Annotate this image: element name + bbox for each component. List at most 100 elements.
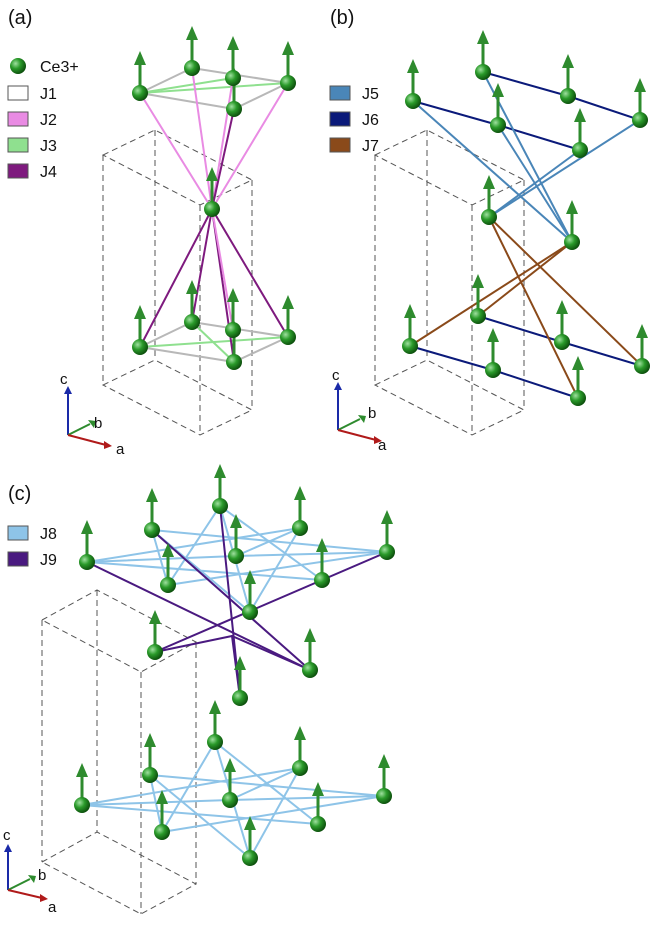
legend-j8-label: J8 — [40, 526, 57, 543]
legend-j5-label: J5 — [362, 86, 379, 103]
spin-arrow-head-icon — [214, 464, 226, 478]
ce3-atom-sphere — [292, 520, 308, 536]
ce3-atom — [560, 54, 576, 104]
j9-bond — [231, 635, 311, 671]
ce3-atom — [147, 610, 163, 660]
j2-bond — [211, 77, 234, 210]
spin-arrow-head-icon — [186, 26, 198, 40]
j8-bond — [167, 505, 221, 586]
j2-bond — [211, 208, 234, 331]
spin-arrow-head-icon — [404, 304, 416, 318]
ce3-atom-sphere — [572, 142, 588, 158]
j2-legend-swatch — [7, 111, 29, 127]
ce3-atom-sphere — [475, 64, 491, 80]
j5-bond — [488, 119, 641, 218]
spin-arrow-head-icon — [294, 726, 306, 740]
spin-arrow-head-icon — [556, 300, 568, 314]
j7-bond — [488, 216, 579, 399]
spin-arrow-head-icon — [572, 356, 584, 370]
j5-legend-swatch — [329, 85, 351, 101]
spin-arrow-head-icon — [244, 816, 256, 830]
j5-bond — [488, 149, 581, 218]
ce3-atom — [142, 733, 158, 783]
j4-bond — [139, 208, 213, 348]
ce3-atom-sphere — [379, 544, 395, 560]
axis-a-label-a: a — [116, 441, 125, 458]
ce3-atom-sphere — [212, 498, 228, 514]
j8-bond — [235, 551, 388, 557]
panel-c-atoms — [74, 464, 395, 866]
panel-a-atoms — [132, 26, 296, 370]
spin-arrow-head-icon — [636, 324, 648, 338]
ce3-atom — [481, 175, 497, 225]
ce3-atom — [292, 726, 308, 776]
j6-bond — [567, 95, 641, 121]
ce3-atom — [564, 200, 580, 250]
ce3-atom-sphere — [144, 522, 160, 538]
ce3-atom-sphere — [226, 101, 242, 117]
spin-arrow-head-icon — [134, 305, 146, 319]
j8-bond — [229, 795, 385, 801]
j4-legend-swatch — [7, 163, 29, 179]
ce3-atom-sphere — [280, 329, 296, 345]
spin-arrow-head-icon — [227, 288, 239, 302]
j6-bond — [497, 124, 581, 151]
j9-bond — [86, 561, 311, 671]
ce3-atom-sphere — [79, 554, 95, 570]
axis-a-label-b: a — [378, 437, 387, 454]
j4-bond — [211, 208, 289, 338]
ce3-atom-sphere — [160, 577, 176, 593]
spin-arrow-head-icon — [156, 790, 168, 804]
ce3-atom — [132, 51, 148, 101]
spin-arrow-head-icon — [149, 610, 161, 624]
j8-bond — [229, 767, 301, 801]
j8-bond — [235, 527, 301, 557]
j5-bond — [412, 100, 573, 243]
ce3-atom-sphere — [74, 797, 90, 813]
j8-bond — [86, 561, 323, 581]
j8-bond — [161, 741, 216, 833]
spin-arrow-head-icon — [472, 274, 484, 288]
axis-b-label-b: b — [368, 405, 376, 422]
spin-arrow-head-icon — [634, 78, 646, 92]
j1-legend-swatch — [7, 85, 29, 101]
ce3-atom — [475, 30, 491, 80]
ce3-atom — [212, 464, 228, 514]
spin-arrow-head-icon — [134, 51, 146, 65]
j8-bond — [161, 795, 385, 833]
ce3-atom-sphere — [314, 572, 330, 588]
ce3-atom-sphere — [226, 354, 242, 370]
ce3-atom-sphere — [232, 690, 248, 706]
j7-legend-swatch — [329, 137, 351, 153]
panel-a-legend: Ce3+ J1 J2 J3 J4 — [7, 58, 79, 181]
legend-j6-label: J6 — [362, 112, 379, 129]
j3-bond — [139, 77, 234, 94]
ce3-atom-sphere — [310, 816, 326, 832]
ce3-atom-sphere — [280, 75, 296, 91]
j2-bond — [191, 67, 213, 210]
ce3-atom — [207, 700, 223, 750]
j8-bond — [149, 774, 251, 859]
ce3-atom — [184, 26, 200, 76]
spin-arrow-head-icon — [294, 486, 306, 500]
j3-bond — [191, 321, 235, 363]
ce3-atom-sphere — [242, 850, 258, 866]
j7-bond — [409, 241, 573, 347]
j8-bond — [81, 767, 301, 806]
ce3-atom — [402, 304, 418, 354]
j1-bond — [233, 82, 289, 110]
j1-bond — [233, 336, 289, 363]
panel-b-bonds — [409, 71, 643, 399]
ce3-atom-sphere — [228, 548, 244, 564]
j8-bond — [149, 774, 385, 797]
ce3-atom-sphere — [222, 792, 238, 808]
j7-bond — [477, 241, 573, 317]
panel-c-label: (c) — [8, 483, 31, 505]
legend-ce3-label: Ce3+ — [40, 59, 79, 76]
ce3-atom-sphere — [132, 85, 148, 101]
j2-bond — [211, 82, 289, 210]
ce3-atom-sphere — [564, 234, 580, 250]
ce3-atom — [225, 36, 241, 86]
spin-arrow-head-icon — [566, 200, 578, 214]
